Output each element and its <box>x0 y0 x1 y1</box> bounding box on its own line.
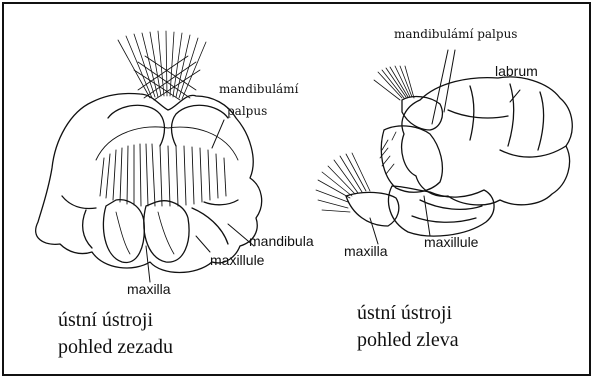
right-caption-line-2: pohled zleva <box>357 327 459 354</box>
label-right-maxilla: maxilla <box>344 243 388 259</box>
left-maxilla-lobe-1 <box>103 200 144 263</box>
left-caption-line-2: pohled zezadu <box>58 334 173 361</box>
label-left-mandibular-palp-1: mandibulámí <box>219 82 298 96</box>
right-caption-line-1: ústní ústroji <box>357 300 459 327</box>
left-setae-comb <box>96 127 238 206</box>
label-right-mandibular-palp: mandibulámí palpus <box>394 27 517 41</box>
label-left-maxilla: maxilla <box>127 281 171 297</box>
label-right-maxillule: maxillule <box>424 234 478 250</box>
right-palp <box>402 97 442 130</box>
right-palp-bristles <box>374 66 414 100</box>
right-mandible <box>381 126 442 192</box>
label-left-mandibula: mandibula <box>249 233 314 249</box>
right-caption: ústní ústroji pohled zleva <box>357 300 459 354</box>
right-maxilla <box>346 192 399 226</box>
left-maxilla-lobe-2 <box>144 201 189 262</box>
right-leader-lines <box>370 50 520 244</box>
left-caption-line-1: ústní ústroji <box>58 307 173 334</box>
label-left-maxillule: maxillule <box>210 252 264 268</box>
left-caption: ústní ústroji pohled zezadu <box>58 307 173 361</box>
label-left-mandibular-palp-2: palpus <box>227 104 267 118</box>
left-mouthparts-drawing <box>36 31 262 273</box>
right-mouthparts-drawing <box>316 66 572 236</box>
right-maxilla-bristles <box>316 153 370 212</box>
right-maxillule <box>389 186 495 236</box>
label-right-labrum: labrum <box>495 63 538 79</box>
left-top-bristles <box>118 31 206 100</box>
right-labrum-outline <box>402 77 573 205</box>
